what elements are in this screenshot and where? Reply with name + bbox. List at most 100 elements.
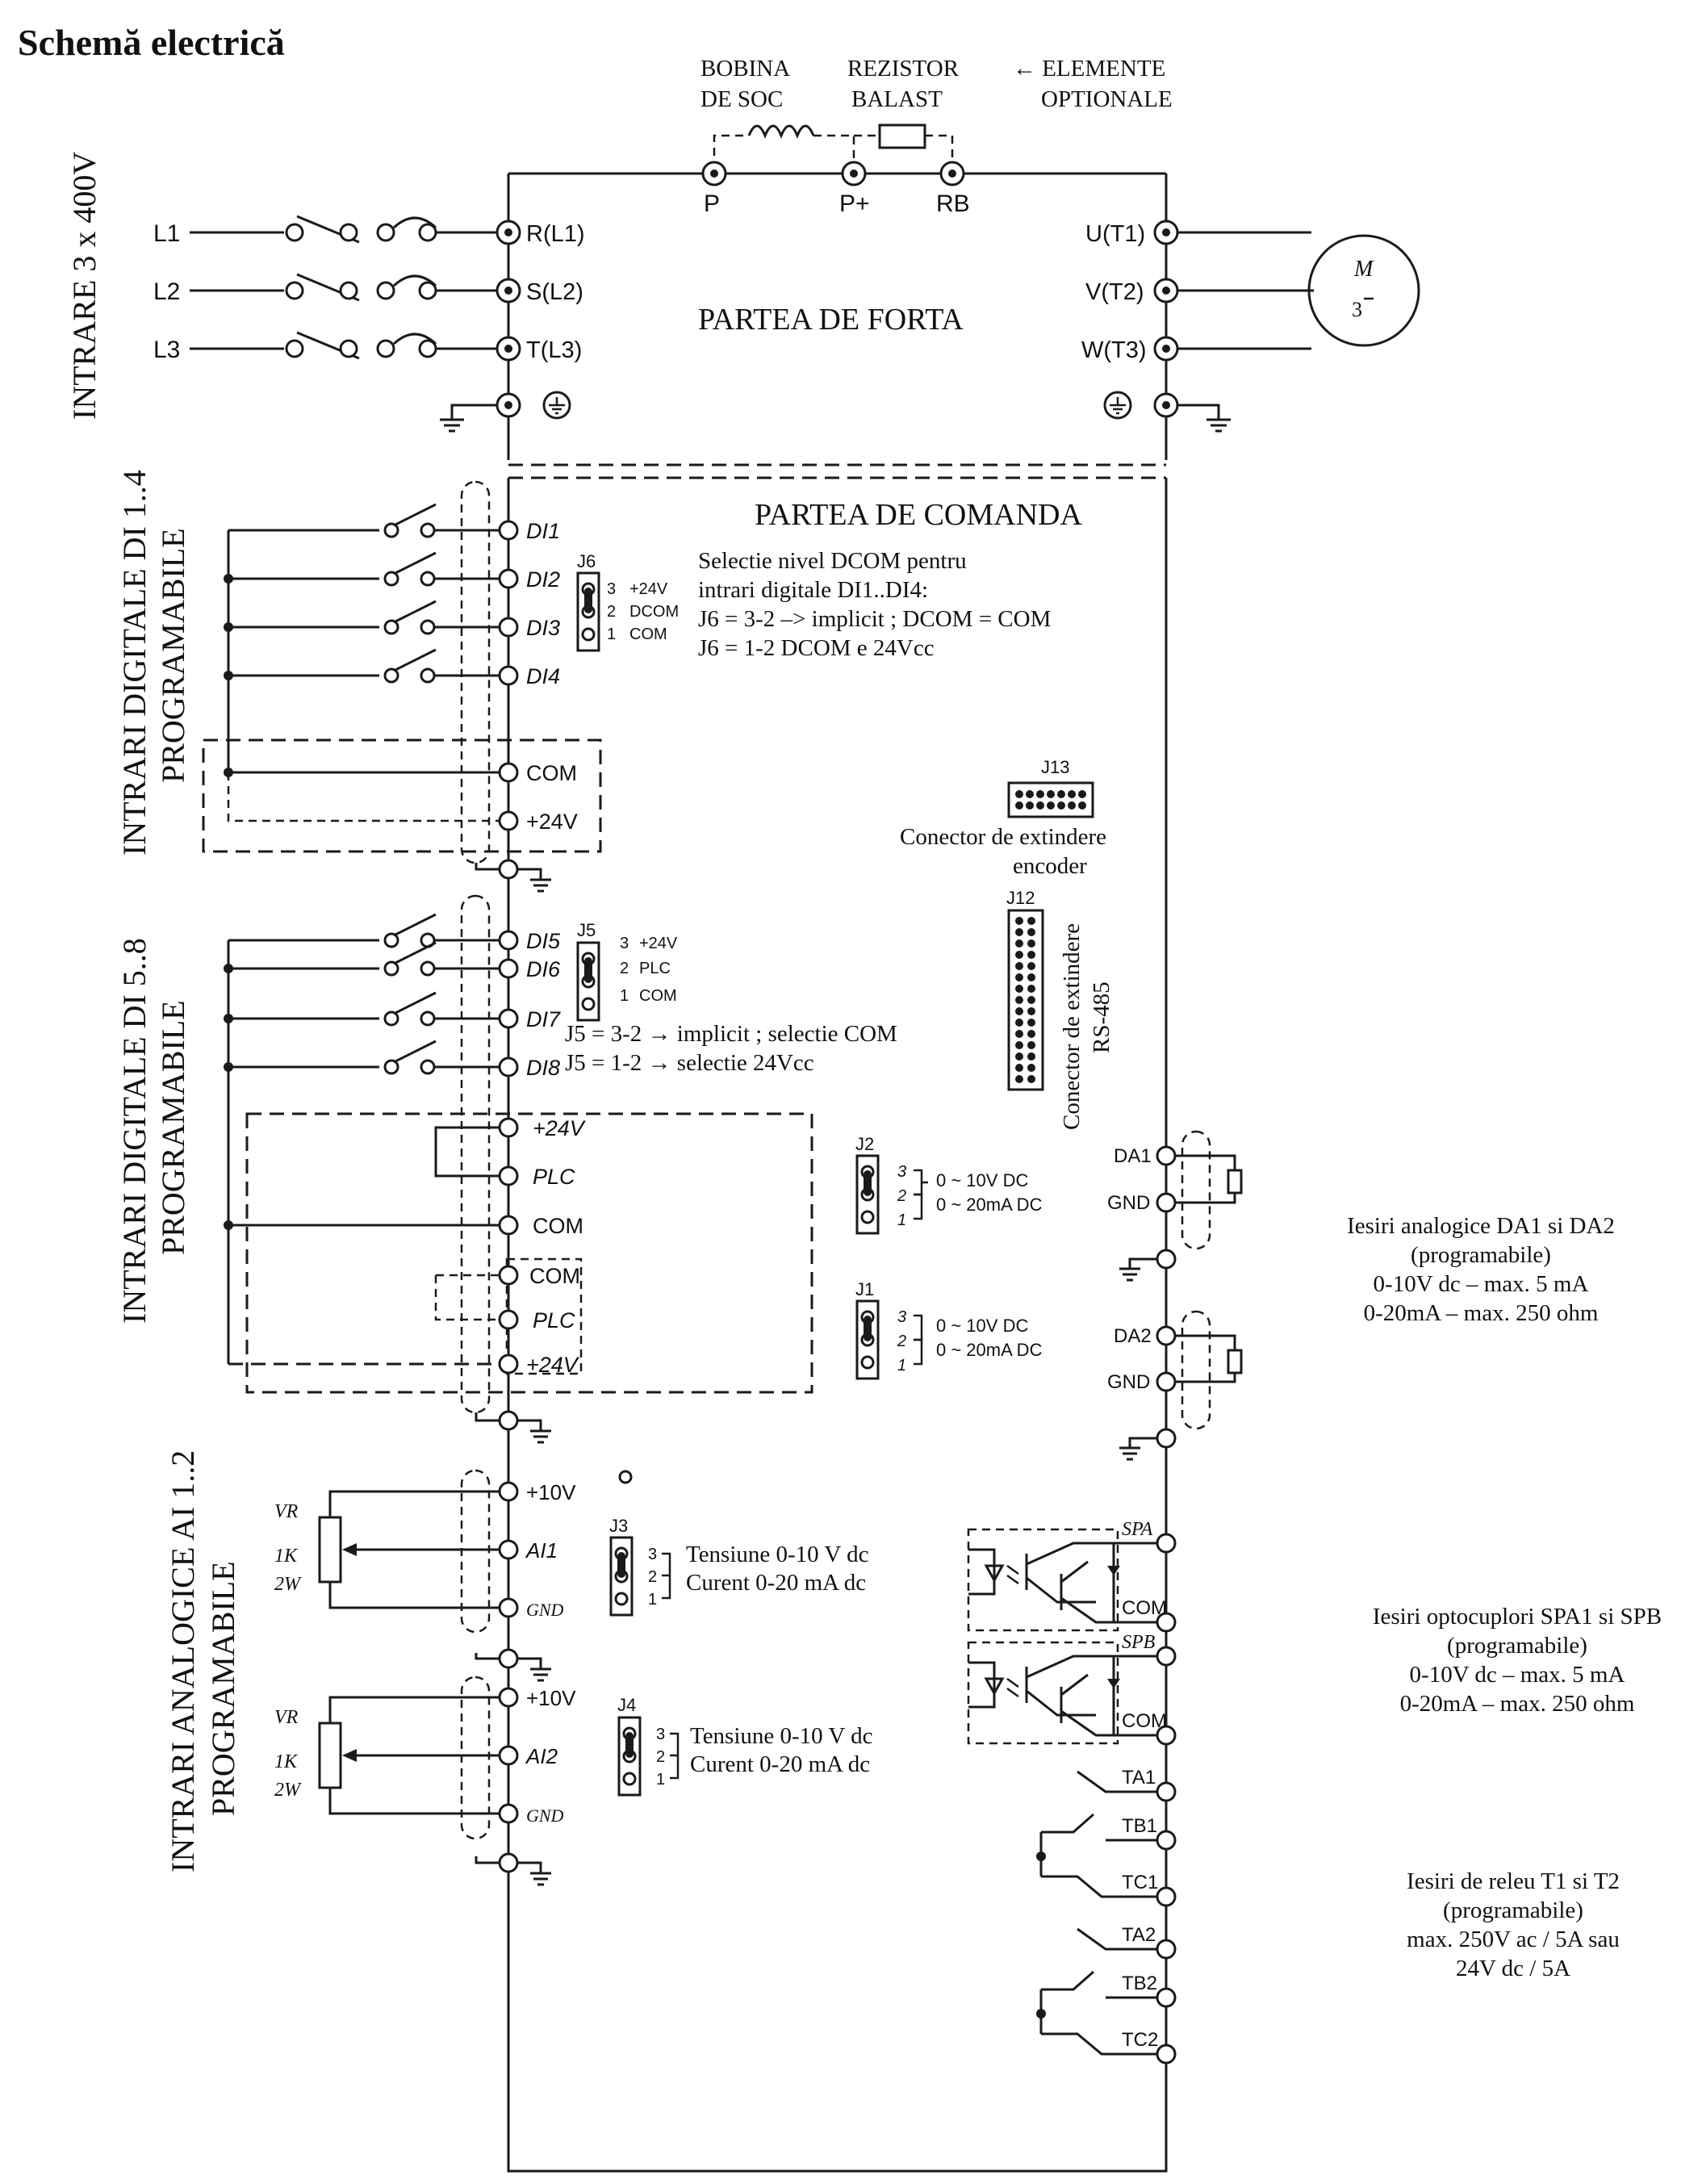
svg-text:2: 2	[607, 603, 616, 621]
svg-text:DE SOC: DE SOC	[700, 86, 783, 112]
j12-pin	[1015, 1019, 1023, 1027]
svg-text:Conector de extindere: Conector de extindere	[900, 824, 1106, 850]
svg-text:COM: COM	[639, 987, 677, 1005]
svg-text:intrari digitale DI1..DI4:: intrari digitale DI1..DI4:	[698, 577, 928, 603]
jumper-j4: J4 3 2 1 Tensiune 0-10 V dc Curent 0-20 …	[617, 1695, 872, 1797]
svg-text:1: 1	[656, 1771, 665, 1789]
svg-text:TB1: TB1	[1122, 1815, 1157, 1837]
svg-text:J13: J13	[1041, 757, 1069, 777]
svg-text:DI4: DI4	[526, 664, 560, 688]
j13-pin	[1078, 801, 1086, 810]
svg-text:COM: COM	[1122, 1597, 1167, 1619]
svg-text:J6: J6	[577, 551, 596, 571]
svg-text:L2: L2	[153, 278, 180, 305]
j13-pin	[1015, 801, 1023, 810]
svg-text:Curent 0-20 mA dc: Curent 0-20 mA dc	[686, 1570, 866, 1596]
svg-text:+24V: +24V	[526, 1353, 580, 1377]
svg-text:GND: GND	[526, 1600, 564, 1620]
svg-text:REZISTOR: REZISTOR	[847, 56, 960, 82]
svg-text:GND: GND	[1107, 1371, 1150, 1393]
j12-pin	[1015, 962, 1023, 970]
j12-pin	[1015, 928, 1023, 936]
j13-pin	[1026, 801, 1034, 810]
svg-text:2: 2	[897, 1333, 906, 1350]
di14-wiring	[202, 480, 602, 893]
j13-pin	[1078, 790, 1086, 798]
svg-text:PLC: PLC	[533, 1165, 575, 1189]
svg-text:J12: J12	[1006, 888, 1035, 908]
j12-pin	[1027, 1052, 1035, 1061]
ai-label: INTRARI ANALOGICE AI 1..2	[165, 1450, 201, 1872]
svg-text:TB2: TB2	[1122, 1973, 1157, 1994]
j12-pin	[1027, 1030, 1035, 1038]
svg-text:Curent 0-20 mA dc: Curent 0-20 mA dc	[690, 1751, 870, 1777]
jumper-j5: J5 3 2 1 +24V PLC COM J5 = 3-2 → implici…	[565, 920, 897, 1076]
svg-text:J1: J1	[855, 1279, 874, 1299]
svg-text:VR: VR	[274, 1501, 299, 1522]
svg-text:+10V: +10V	[526, 1480, 576, 1504]
svg-text:COM: COM	[529, 1264, 580, 1288]
j13-pin	[1057, 801, 1065, 810]
svg-text:TC1: TC1	[1122, 1872, 1158, 1893]
ai1-wiring: VR 1K 2W +10V AI1 GND	[274, 1469, 633, 1682]
svg-text:Iesiri optocuplori SPA1 si SPB: Iesiri optocuplori SPA1 si SPB	[1373, 1604, 1662, 1630]
svg-text:DI3: DI3	[526, 616, 560, 640]
svg-text:+24V: +24V	[526, 810, 578, 834]
jumper-j3: J3 3 2 1 Tensiune 0-10 V dc Curent 0-20 …	[609, 1516, 868, 1617]
svg-text:DA1: DA1	[1114, 1145, 1152, 1167]
svg-text:GND: GND	[526, 1805, 564, 1826]
svg-text:J4: J4	[617, 1695, 636, 1715]
terminal-rb: RB	[936, 190, 970, 217]
j12-pin	[1027, 928, 1035, 936]
svg-text:(programabile): (programabile)	[1443, 1897, 1583, 1923]
j12-pin	[1015, 951, 1023, 959]
svg-text:3: 3	[656, 1726, 665, 1743]
svg-text:DI1: DI1	[526, 519, 560, 543]
svg-text:+24V: +24V	[639, 935, 678, 952]
svg-text:Tensiune 0-10 V dc: Tensiune 0-10 V dc	[690, 1723, 872, 1749]
svg-text:T(L3): T(L3)	[526, 337, 582, 363]
svg-text:(programabile): (programabile)	[1411, 1242, 1551, 1268]
svg-text:1: 1	[648, 1591, 657, 1609]
svg-text:1: 1	[897, 1357, 906, 1374]
j12-pin	[1015, 1052, 1023, 1061]
svg-text:U(T1): U(T1)	[1085, 221, 1145, 247]
svg-text:J6 = 1-2 DCOM e 24Vcc: J6 = 1-2 DCOM e 24Vcc	[698, 635, 935, 661]
relay-note: Iesiri de releu T1 si T2 (programabile) …	[1407, 1868, 1620, 1981]
svg-text:PLC: PLC	[639, 960, 671, 977]
svg-text:PLC: PLC	[533, 1308, 575, 1333]
svg-text:S(L2): S(L2)	[526, 279, 583, 305]
output-terminals: U(T1) V(T2) W(T3)	[1081, 220, 1314, 433]
terminal-p-plus: P+	[839, 190, 870, 217]
svg-text:J5 = 3-2 → implicit ; selecti: J5 = 3-2 → implicit ; selectie COM	[565, 1021, 897, 1047]
svg-text:Tensiune 0-10 V dc: Tensiune 0-10 V dc	[686, 1542, 868, 1567]
optional-elements-header: BOBINA DE SOC REZISTOR BALAST ← ELEMENTE…	[700, 56, 1173, 112]
j13-pin	[1068, 790, 1076, 798]
j12-pin	[1015, 1064, 1023, 1072]
svg-text:AI2: AI2	[525, 1744, 558, 1768]
j13-pin	[1036, 801, 1044, 810]
svg-text:J3: J3	[609, 1516, 628, 1536]
motor-symbol: M 3	[1307, 234, 1420, 347]
control-section: PARTEA DE COMANDA	[507, 478, 1168, 2173]
svg-text:(programabile): (programabile)	[1447, 1633, 1587, 1659]
svg-text:0-20mA – max. 250 ohm: 0-20mA – max. 250 ohm	[1400, 1691, 1635, 1717]
svg-text:3: 3	[620, 935, 629, 952]
svg-text:0-10V dc – max. 5 mA: 0-10V dc – max. 5 mA	[1374, 1271, 1589, 1297]
svg-text:DCOM: DCOM	[629, 603, 679, 621]
jumper-j1: J1 3 2 1 0 ~ 10V DC 0 ~ 20mA DC	[855, 1279, 1043, 1380]
svg-text:TA1: TA1	[1122, 1767, 1156, 1789]
svg-text:encoder: encoder	[1013, 853, 1087, 879]
svg-text:+10V: +10V	[526, 1686, 576, 1710]
j12-pin	[1027, 1019, 1035, 1027]
mains-input-label: INTRARE 3 x 400V	[66, 152, 102, 420]
svg-text:J5: J5	[577, 920, 596, 940]
svg-text:24V dc / 5A: 24V dc / 5A	[1456, 1956, 1570, 1981]
optocoupler-note: Iesiri optocuplori SPA1 si SPB (programa…	[1373, 1604, 1662, 1717]
di14-label: INTRARI DIGITALE DI 1..4	[116, 470, 153, 856]
svg-text:0 ~ 10V DC: 0 ~ 10V DC	[936, 1170, 1028, 1190]
ai-label-2: PROGRAMABILE	[205, 1561, 241, 1816]
svg-text:V(T2): V(T2)	[1085, 279, 1144, 305]
svg-text:Iesiri de releu T1 si T2: Iesiri de releu T1 si T2	[1407, 1868, 1620, 1894]
connector-j13: J13 Conector de extindere encoder	[900, 757, 1106, 879]
